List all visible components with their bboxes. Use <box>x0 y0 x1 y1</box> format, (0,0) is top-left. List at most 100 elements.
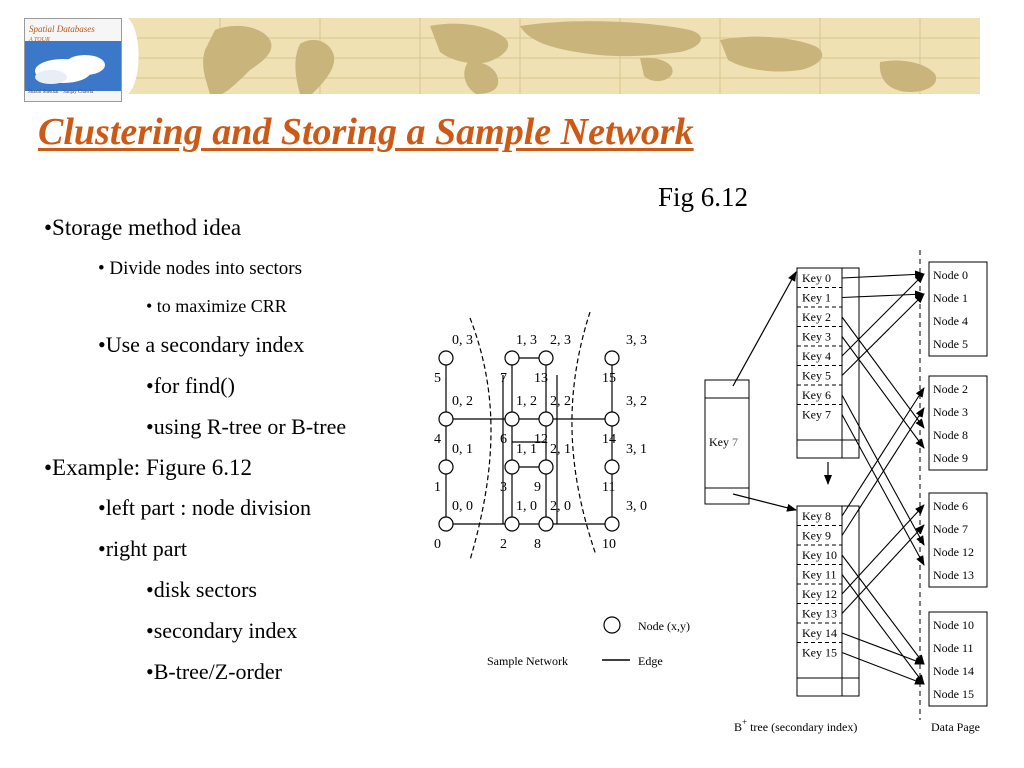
key-page-arrow <box>841 504 925 595</box>
key-page-arrow <box>841 554 925 665</box>
bullet-item: •for find() <box>146 373 235 398</box>
key-page-arrow <box>841 407 925 536</box>
node-coord-label: 2, 3 <box>550 333 571 348</box>
node-id-label: 0 <box>434 537 441 552</box>
node-coord-label: 1, 2 <box>516 394 537 409</box>
network-node <box>604 411 620 427</box>
node-coord-label: 0, 1 <box>452 442 473 457</box>
data-page-node: Node 13 <box>933 568 974 582</box>
bullet-item: •secondary index <box>146 618 298 643</box>
data-page <box>928 611 988 707</box>
world-map-landmass <box>203 21 937 95</box>
btree-key: Key 11 <box>802 568 837 582</box>
btree-key: Key 5 <box>802 369 831 383</box>
bullet-item: •Example: Figure 6.12 <box>44 455 252 480</box>
network-node <box>538 350 554 366</box>
root-key-label: Key 7 <box>709 435 738 449</box>
btree-key: Key 10 <box>802 548 837 562</box>
network-node <box>538 516 554 532</box>
network-node <box>438 411 454 427</box>
node-id-label: 5 <box>434 371 441 386</box>
bullet-item: •B-tree/Z-order <box>146 659 282 684</box>
data-page-node: Node 2 <box>933 382 968 396</box>
node-coord-label: 1, 1 <box>516 442 537 457</box>
network-node <box>604 459 620 475</box>
node-coord-label: 0, 3 <box>452 333 473 348</box>
btree-key: Key 8 <box>802 509 831 523</box>
bullet-item: •disk sectors <box>146 577 257 602</box>
node-coord-label: 3, 0 <box>626 499 647 514</box>
btree-key: Key 4 <box>802 349 831 363</box>
legend-edge-label: Edge <box>638 654 663 668</box>
book-cover-art <box>25 41 121 91</box>
btree-key: Key 0 <box>802 271 831 285</box>
key-page-arrow <box>841 574 925 685</box>
sector-divider-left <box>469 317 492 561</box>
btree-label: B+ tree (secondary index) <box>734 717 857 734</box>
sector-divider-right <box>571 311 597 556</box>
key-page-arrow <box>841 273 925 357</box>
legend-node-label: Node (x,y) <box>638 619 690 633</box>
network-node <box>604 516 620 532</box>
network-node <box>538 411 554 427</box>
data-page-node: Node 3 <box>933 405 968 419</box>
key-page-arrow <box>841 651 925 685</box>
network-node <box>438 516 454 532</box>
node-id-label: 15 <box>602 371 616 386</box>
key-page-arrow <box>841 290 925 299</box>
btree-key: Key 2 <box>802 310 831 324</box>
key-page-arrow <box>841 293 925 376</box>
btree-key: Key 3 <box>802 330 831 344</box>
node-id-label: 11 <box>602 480 615 495</box>
network-nodes <box>438 350 620 532</box>
bullet-item: •left part : node division <box>98 495 311 520</box>
key-page-arrow <box>841 270 925 279</box>
banner-curl <box>128 18 139 94</box>
data-page-node: Node 10 <box>933 618 974 632</box>
legend-node-icon <box>603 616 621 634</box>
key-page-arrow <box>841 387 925 517</box>
data-page-node: Node 6 <box>933 499 968 513</box>
data-page <box>928 261 988 357</box>
btree-key: Key 6 <box>802 388 831 402</box>
node-id-label: 13 <box>534 371 548 386</box>
node-coord-label: 2, 1 <box>550 442 571 457</box>
bullet-item: • Divide nodes into sectors <box>98 258 303 279</box>
data-page-node: Node 11 <box>933 641 974 655</box>
node-coord-label: 3, 2 <box>626 394 647 409</box>
node-id-label: 8 <box>534 537 541 552</box>
data-page-node: Node 14 <box>933 664 974 678</box>
bullet-item: •using R-tree or B-tree <box>146 414 347 439</box>
btree-key: Key 13 <box>802 607 837 621</box>
bullet-item: • to maximize CRR <box>146 296 287 316</box>
node-id-label: 7 <box>500 371 507 386</box>
data-page-node: Node 12 <box>933 545 974 559</box>
key-to-page-arrows <box>841 270 925 685</box>
btree-key: Key 15 <box>802 646 837 660</box>
figure-caption: Fig 6.12 <box>658 182 749 212</box>
btree-root-node: Key 7 <box>704 379 750 505</box>
node-id-label: 14 <box>602 432 616 447</box>
btree-key: Key 14 <box>802 626 837 640</box>
data-page-node: Node 5 <box>933 337 968 351</box>
bullet-item: •Storage method idea <box>44 215 242 240</box>
btree-pointers <box>732 271 832 512</box>
node-id-label: 12 <box>534 432 548 447</box>
data-page-node: Node 8 <box>933 428 968 442</box>
data-page-label: Data Page <box>931 720 980 734</box>
node-id-label: 4 <box>434 432 441 447</box>
network-node <box>438 459 454 475</box>
network-node <box>504 411 520 427</box>
node-coord-label: 1, 0 <box>516 499 537 514</box>
data-page-node: Node 0 <box>933 268 968 282</box>
data-page-node: Node 4 <box>933 314 968 328</box>
sample-network <box>445 311 613 561</box>
node-coord-label: 3, 1 <box>626 442 647 457</box>
node-id-label: 3 <box>500 480 507 495</box>
